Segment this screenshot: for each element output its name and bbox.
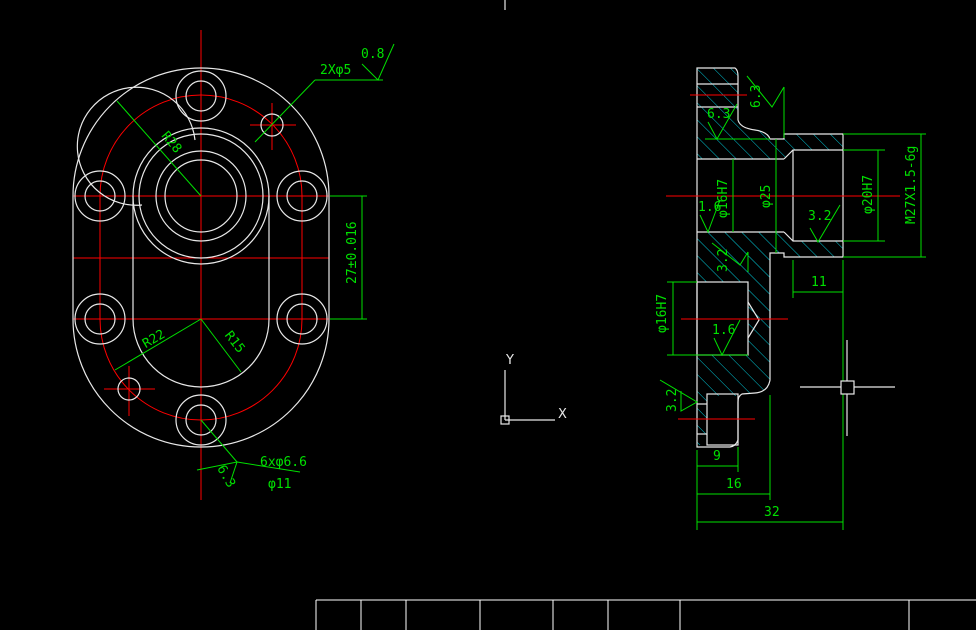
- ucs-x-label: X: [558, 407, 567, 422]
- label-counterbore: φ11: [268, 477, 291, 492]
- label-roughness-32-b: 3.2: [716, 249, 731, 272]
- front-view: R28 R22 R15 2Xφ5 0.8 27±0.016 6xφ6.6 φ11…: [72, 30, 395, 500]
- label-dim-11: 11: [811, 275, 827, 290]
- label-thread: M27X1.5-6g: [904, 146, 919, 224]
- label-dim-9: 9: [713, 449, 721, 464]
- label-roughness-32-c: 3.2: [665, 389, 680, 412]
- section-dimensions: [659, 75, 926, 530]
- bolt-holes: [74, 70, 328, 446]
- label-diameter-25: φ25: [759, 185, 774, 208]
- ucs-icon: Y X: [500, 353, 567, 425]
- section-centerlines: [666, 94, 900, 420]
- ucs-y-label: Y: [505, 353, 514, 368]
- crosshair-cursor-icon: [800, 340, 895, 436]
- label-r22: R22: [140, 327, 168, 352]
- label-holes-small: 2Xφ5: [320, 63, 351, 78]
- label-dim-16: 16: [726, 477, 742, 492]
- label-tolerance: 27±0.016: [345, 221, 360, 284]
- label-roughness-08: 0.8: [361, 47, 384, 62]
- title-block: [315, 599, 976, 630]
- label-roughness-16-a: 1.6: [698, 200, 721, 215]
- label-roughness-63-top: 6.3: [749, 85, 764, 108]
- centerlines: [73, 30, 329, 500]
- label-roughness-32-a: 3.2: [808, 209, 831, 224]
- label-bore-20h7: φ20H7: [861, 175, 876, 214]
- front-dimensions: [114, 43, 395, 484]
- label-bolt-holes: 6xφ6.6: [260, 455, 307, 470]
- label-roughness-63: 6.3: [213, 463, 238, 491]
- label-bore-16h7: φ16H7: [716, 179, 731, 218]
- inner-slot: [132, 196, 270, 388]
- section-view: 6.3 6.3 1.6 φ16H7 φ25 φ20H7 M27X1.5-6g 3…: [655, 67, 926, 530]
- label-r15: R15: [221, 328, 247, 356]
- outer-outline: [72, 67, 330, 448]
- label-roughness-16-b: 1.6: [712, 323, 735, 338]
- label-roughness-63-inner: 6.3: [707, 107, 730, 122]
- label-dim-32: 32: [764, 505, 780, 520]
- label-hole-16h7: φ16H7: [655, 294, 670, 333]
